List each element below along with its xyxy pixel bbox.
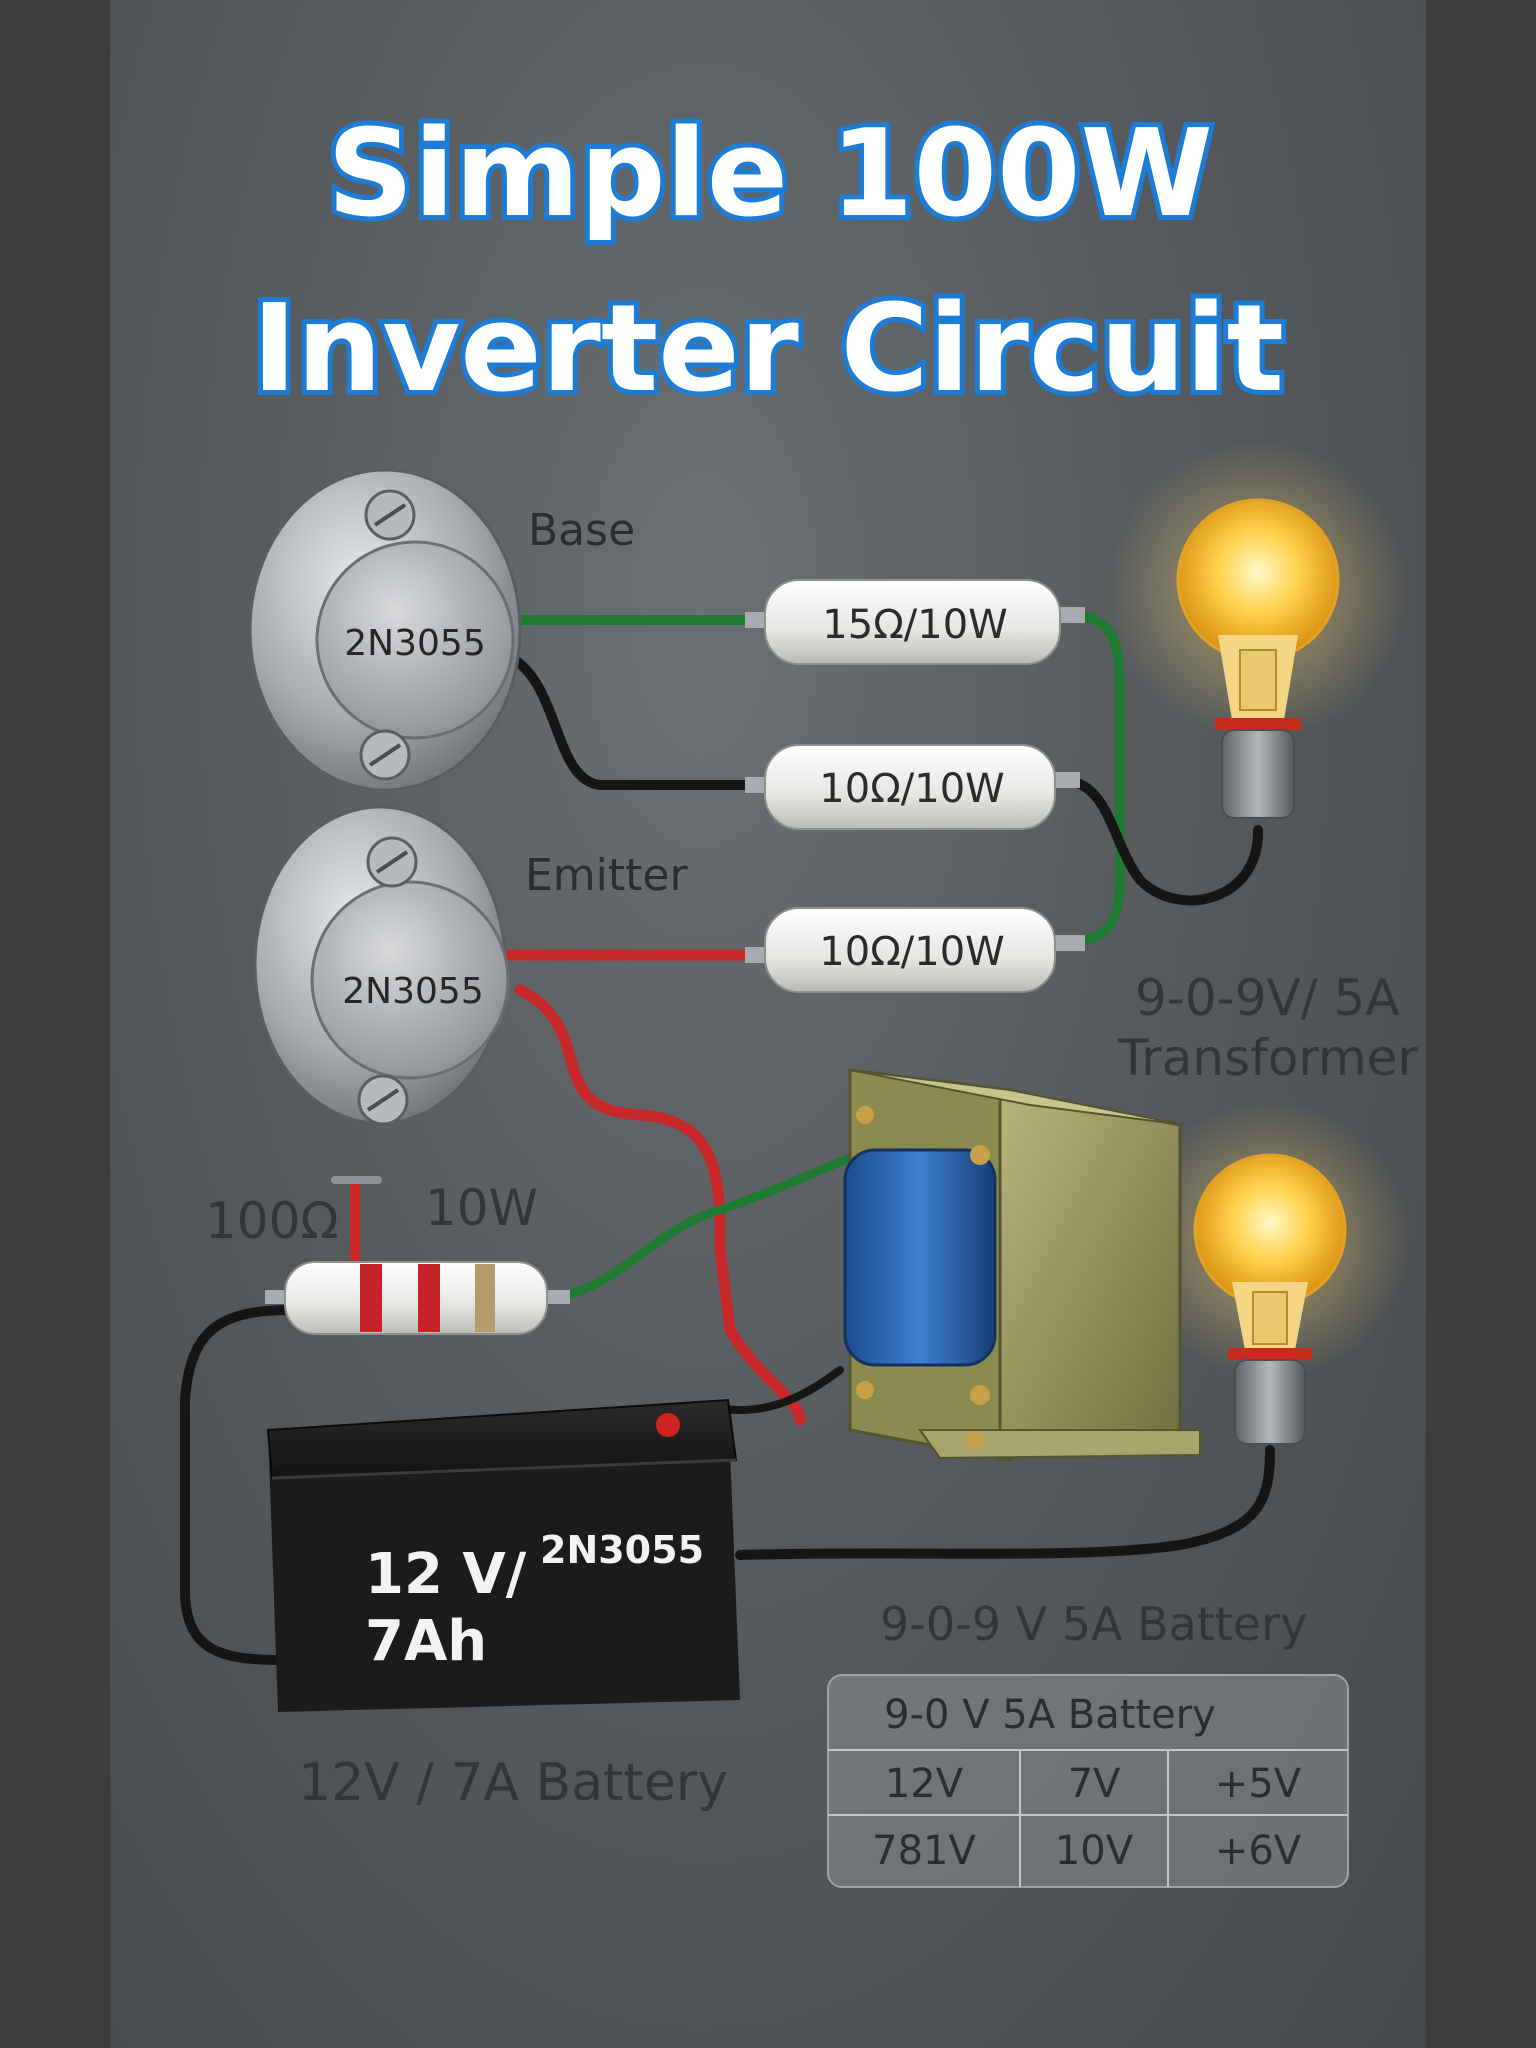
bulb-bottom — [1130, 1100, 1410, 1445]
wire-black-base — [510, 655, 780, 790]
lower-caption: 9-0-9 V 5A Battery — [880, 1597, 1307, 1651]
table-header: 9-0 V 5A Battery — [884, 1692, 1216, 1738]
resistor-r1-label: 15Ω/10W — [822, 602, 1007, 648]
resistor-r1: 15Ω/10W — [745, 579, 1085, 665]
feed-resistor-value: 100Ω — [205, 1192, 339, 1250]
wire-black-bulb1 — [1055, 775, 1264, 906]
battery-part: 2N3055 — [540, 1528, 704, 1572]
wire-green-transformer — [545, 1145, 875, 1303]
transformer-label-2: Transformer — [1117, 1029, 1418, 1087]
wire-red-battery — [514, 984, 806, 1426]
bulb-top — [1108, 440, 1408, 819]
resistor-r3-label: 10Ω/10W — [819, 929, 1004, 975]
resistor-r2-label: 10Ω/10W — [819, 766, 1004, 812]
battery-label-2: 7Ah — [365, 1609, 487, 1674]
transistor-bottom-part: 2N3055 — [342, 971, 483, 1012]
transformer-label-1: 9-0-9V/ 5A — [1135, 969, 1399, 1027]
resistor-r2: 10Ω/10W — [745, 744, 1080, 830]
feed-resistor-power: 10W — [425, 1179, 538, 1237]
table-cell: 12V — [885, 1761, 964, 1807]
table-cell: +5V — [1215, 1761, 1302, 1807]
transistor-bottom: 2N3055 — [253, 805, 510, 1126]
resistor-feed — [265, 1261, 570, 1335]
transistor-top: 2N3055 — [248, 468, 522, 792]
wire-black-bulb2 — [735, 1445, 1275, 1560]
transformer — [843, 1068, 1201, 1462]
table-cell: 7V — [1068, 1761, 1121, 1807]
wire-black-battery-left — [180, 1305, 295, 1665]
label-emitter: Emitter — [525, 850, 688, 901]
label-base: Base — [528, 505, 635, 556]
table-cell: 10V — [1055, 1828, 1134, 1874]
transistor-top-part: 2N3055 — [344, 623, 485, 664]
wires — [180, 610, 1275, 1665]
left-margin — [0, 0, 110, 2048]
battery-label-1: 12 V/ — [365, 1542, 527, 1607]
spec-table: 9-0 V 5A Battery 12V 7V +5V 781V 10V +6V — [827, 1674, 1349, 1888]
title-line-1: Simple 100W — [327, 105, 1213, 244]
right-margin — [1426, 0, 1536, 2048]
battery-caption: 12V / 7A Battery — [298, 1753, 728, 1813]
title-line-2: Inverter Circuit — [252, 280, 1284, 419]
resistor-r3: 10Ω/10W — [745, 907, 1085, 993]
table-cell: +6V — [1215, 1828, 1302, 1874]
wire-green-right — [1060, 610, 1125, 947]
table-cell: 781V — [872, 1828, 976, 1874]
battery: 12 V/ 7Ah 2N3055 — [266, 1398, 740, 1712]
